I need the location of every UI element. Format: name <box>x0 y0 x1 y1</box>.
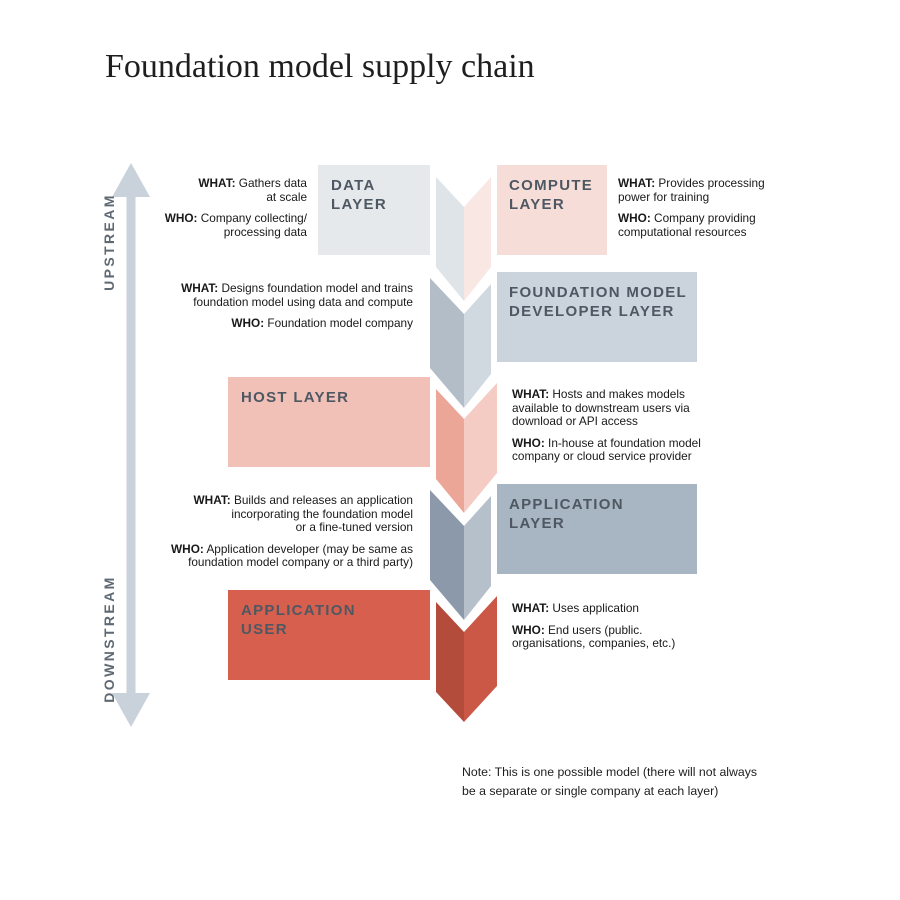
foundation-model-developer-description: WHAT: Designs foundation model and train… <box>73 281 413 339</box>
fmd-fold-right <box>464 284 491 408</box>
flow-direction-arrow <box>112 163 150 727</box>
application-layer-block <box>497 484 697 574</box>
who-label: WHO: <box>164 211 198 226</box>
foundation-model-developer-layer-title: FOUNDATION MODEL DEVELOPER LAYER <box>509 284 688 320</box>
who-text: Company providing computational resource… <box>618 211 756 239</box>
what-label: WHAT: <box>618 176 656 190</box>
host-fold-right <box>464 383 497 513</box>
what-label: WHAT: <box>181 281 219 295</box>
compute-layer-block <box>497 165 607 255</box>
who-text: Company collecting/ processing data <box>200 211 307 239</box>
host-layer-title: HOST LAYER <box>241 389 350 406</box>
what-text: Gathers data at scale <box>238 176 307 204</box>
what-label: WHAT: <box>512 601 550 615</box>
host-fold-left <box>436 389 464 513</box>
who-label: WHO: <box>171 541 204 556</box>
compute-layer-description: WHAT: Provides processing power for trai… <box>618 176 900 247</box>
who-text: Application developer (may be same as fo… <box>188 541 413 570</box>
who-label: WHO: <box>231 316 265 331</box>
foundation-model-developer-layer-block <box>497 272 697 362</box>
what-text: Builds and releases an application incor… <box>231 493 413 535</box>
user-fold-left <box>436 602 464 722</box>
page-title: Foundation model supply chain <box>105 48 535 85</box>
what-label: WHAT: <box>198 176 236 190</box>
application-fold-right <box>464 496 491 620</box>
what-text: Uses application <box>549 601 639 615</box>
application-layer-title: APPLICATION LAYER <box>509 496 624 532</box>
application-user-block <box>228 590 430 680</box>
note-text: Note: This is one possible model (there … <box>462 765 758 798</box>
what-text: Provides processing power for training <box>618 176 765 204</box>
data-layer-block <box>318 165 430 255</box>
fmd-fold-left <box>430 278 464 408</box>
what-text: Designs foundation model and trains foun… <box>193 281 413 309</box>
data-layer-title: DATA LAYER <box>331 177 387 213</box>
application-fold-left <box>430 490 464 620</box>
who-label: WHO: <box>618 211 651 226</box>
who-text: Foundation model company <box>264 316 413 331</box>
application-user-description: WHAT: Uses application WHO: End users (p… <box>512 601 852 659</box>
application-layer-description: WHAT: Builds and releases an application… <box>73 493 413 578</box>
host-layer-description: WHAT: Hosts and makes models available t… <box>512 387 852 472</box>
who-label: WHO: <box>512 435 545 450</box>
what-label: WHAT: <box>512 387 550 401</box>
user-fold-right <box>464 596 497 722</box>
data-layer-fold <box>436 177 464 301</box>
application-user-title: APPLICATION USER <box>241 602 356 638</box>
who-text: In-house at foundation model company or … <box>512 435 701 464</box>
who-label: WHO: <box>512 622 545 637</box>
who-text: End users (public. organisations, compan… <box>512 622 676 651</box>
arrow-up-head <box>112 163 150 197</box>
host-layer-block <box>228 377 430 467</box>
data-layer-description: WHAT: Gathers data at scale WHO: Company… <box>0 176 307 247</box>
arrow-down-head <box>112 693 150 727</box>
compute-layer-title: COMPUTE LAYER <box>509 177 594 213</box>
compute-layer-fold <box>464 177 491 301</box>
downstream-label: DOWNSTREAM <box>101 575 117 703</box>
what-text: Hosts and makes models available to down… <box>512 387 690 429</box>
what-label: WHAT: <box>193 493 231 507</box>
